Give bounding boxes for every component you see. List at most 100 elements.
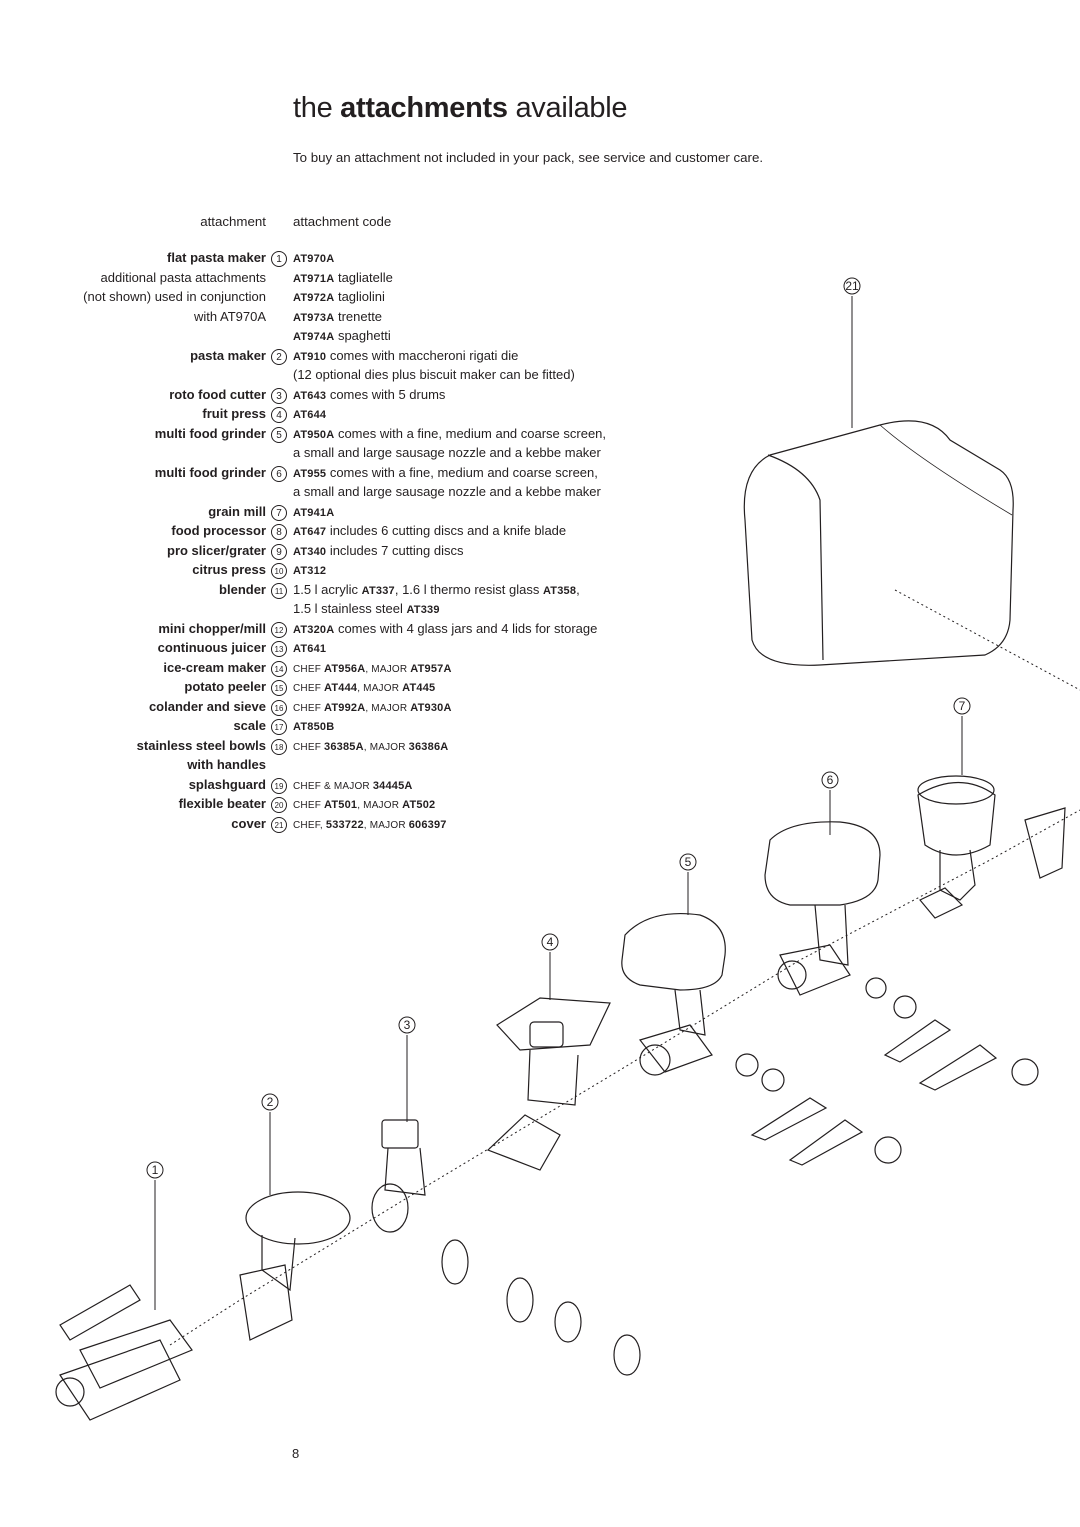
screen-disc xyxy=(761,1068,785,1092)
product-code: AT930A xyxy=(410,701,452,714)
code-text: CHEF xyxy=(293,683,324,694)
attachment-name: (not shown) used in conjunction xyxy=(83,289,266,304)
product-code: AT971A xyxy=(293,272,335,285)
attachment-code: CHEF 36385A, MAJOR 36386A xyxy=(293,738,448,753)
product-code: AT340 xyxy=(293,545,327,558)
attachment-name: roto food cutter xyxy=(169,386,266,402)
attachment-code: AT974A spaghetti xyxy=(293,328,391,343)
product-code: AT941A xyxy=(293,506,335,519)
code-text: , MAJOR xyxy=(357,683,403,694)
callout-21: 21 xyxy=(843,277,861,295)
item-number-badge: 14 xyxy=(271,660,287,677)
item-number-badge: 6 xyxy=(271,465,287,482)
attachment-code: AT941A xyxy=(293,504,334,519)
callout-5: 5 xyxy=(679,853,697,871)
callout-3: 3 xyxy=(398,1016,416,1034)
table-row: AT974A spaghetti xyxy=(0,328,760,348)
product-code: AT444 xyxy=(324,682,358,694)
table-row: with handles xyxy=(0,757,760,777)
attachment-name: pro slicer/grater xyxy=(167,542,266,558)
attachment-name: continuous juicer xyxy=(157,640,266,655)
column-header-attachment: attachment xyxy=(200,214,266,229)
code-text: a small and large sausage nozzle and a k… xyxy=(293,445,601,460)
table-row: (not shown) used in conjunction AT972A ta… xyxy=(0,289,760,309)
callout-2: 2 xyxy=(261,1093,279,1111)
callout-7: 7 xyxy=(953,697,971,715)
item-number-badge: 10 xyxy=(271,563,287,579)
code-text: , MAJOR xyxy=(365,663,411,675)
product-code: AT957A xyxy=(410,662,452,675)
table-row: continuous juicer 13 AT641 xyxy=(0,640,760,660)
item-number-badge: 13 xyxy=(271,641,287,657)
page-title: the attachments available xyxy=(293,92,628,124)
item-number-badge: 8 xyxy=(271,524,287,540)
packet-illustration xyxy=(1024,807,1066,879)
product-code: AT956A xyxy=(324,662,366,675)
sausage-nozzle xyxy=(883,1019,952,1063)
attachment-code: CHEF & MAJOR 34445A xyxy=(293,777,413,792)
item-number-badge: 16 xyxy=(271,699,287,716)
attachment-name: colander and sieve xyxy=(148,698,266,714)
screen-disc xyxy=(893,995,917,1019)
attachment-name: cover xyxy=(231,815,266,831)
roto-cutter-illustration xyxy=(371,1119,641,1376)
attachment-code: CHEF AT992A, MAJOR AT930A xyxy=(293,699,452,714)
attachment-code: AT850B xyxy=(293,718,334,733)
code-text: a small and large sausage nozzle and a k… xyxy=(293,484,601,499)
intro-text: To buy an attachment not included in you… xyxy=(293,150,764,165)
attachment-code: CHEF AT444, MAJOR AT445 xyxy=(293,679,435,694)
attachment-name: stainless steel bowls xyxy=(136,737,266,753)
sausage-nozzle xyxy=(918,1044,998,1091)
table-row: a small and large sausage nozzle and a k… xyxy=(0,484,760,504)
screen-disc xyxy=(865,977,887,999)
item-number-badge: 2 xyxy=(271,348,287,365)
page-number: 8 xyxy=(292,1446,300,1461)
fruit-press-illustration xyxy=(486,997,611,1171)
attachment-code: AT950A comes with a fine, medium and coa… xyxy=(293,426,606,441)
attachment-code: AT970A xyxy=(293,250,334,265)
code-text: , MAJOR xyxy=(365,702,411,714)
svg-text:4: 4 xyxy=(547,935,554,949)
attachment-code: AT910 comes with maccheroni rigati die xyxy=(293,348,518,363)
attachment-name: citrus press xyxy=(192,562,266,577)
code-text: tagliolini xyxy=(334,289,385,304)
attachment-name: with handles xyxy=(187,757,266,772)
code-text: comes with a fine, medium and coarse scr… xyxy=(334,425,607,441)
svg-text:3: 3 xyxy=(404,1018,411,1032)
attachment-name: mini chopper/mill xyxy=(158,620,266,636)
item-number-badge: 15 xyxy=(271,680,287,696)
attachment-code: AT972A tagliolini xyxy=(293,289,385,304)
attachment-name: pasta maker xyxy=(190,347,266,363)
attachment-name: food processor xyxy=(171,523,266,538)
product-code: 533722 xyxy=(325,818,364,831)
item-number-badge: 7 xyxy=(271,504,287,521)
code-text: tagliatelle xyxy=(334,269,393,285)
svg-text:2: 2 xyxy=(267,1095,274,1109)
product-code: AT643 xyxy=(293,389,327,402)
attachment-name: ice-cream maker xyxy=(163,659,266,675)
attachment-code: AT641 xyxy=(293,640,326,655)
table-row: a small and large sausage nozzle and a k… xyxy=(0,445,760,465)
code-text: trenette xyxy=(334,308,383,324)
cover-illustration xyxy=(743,420,1014,666)
column-header-code: attachment code xyxy=(293,214,392,229)
item-number-badge: 11 xyxy=(271,582,287,599)
callout-1: 1 xyxy=(146,1161,164,1179)
attachment-name: scale xyxy=(233,718,266,733)
svg-text:7: 7 xyxy=(959,699,966,713)
item-number-badge: 1 xyxy=(271,251,287,267)
